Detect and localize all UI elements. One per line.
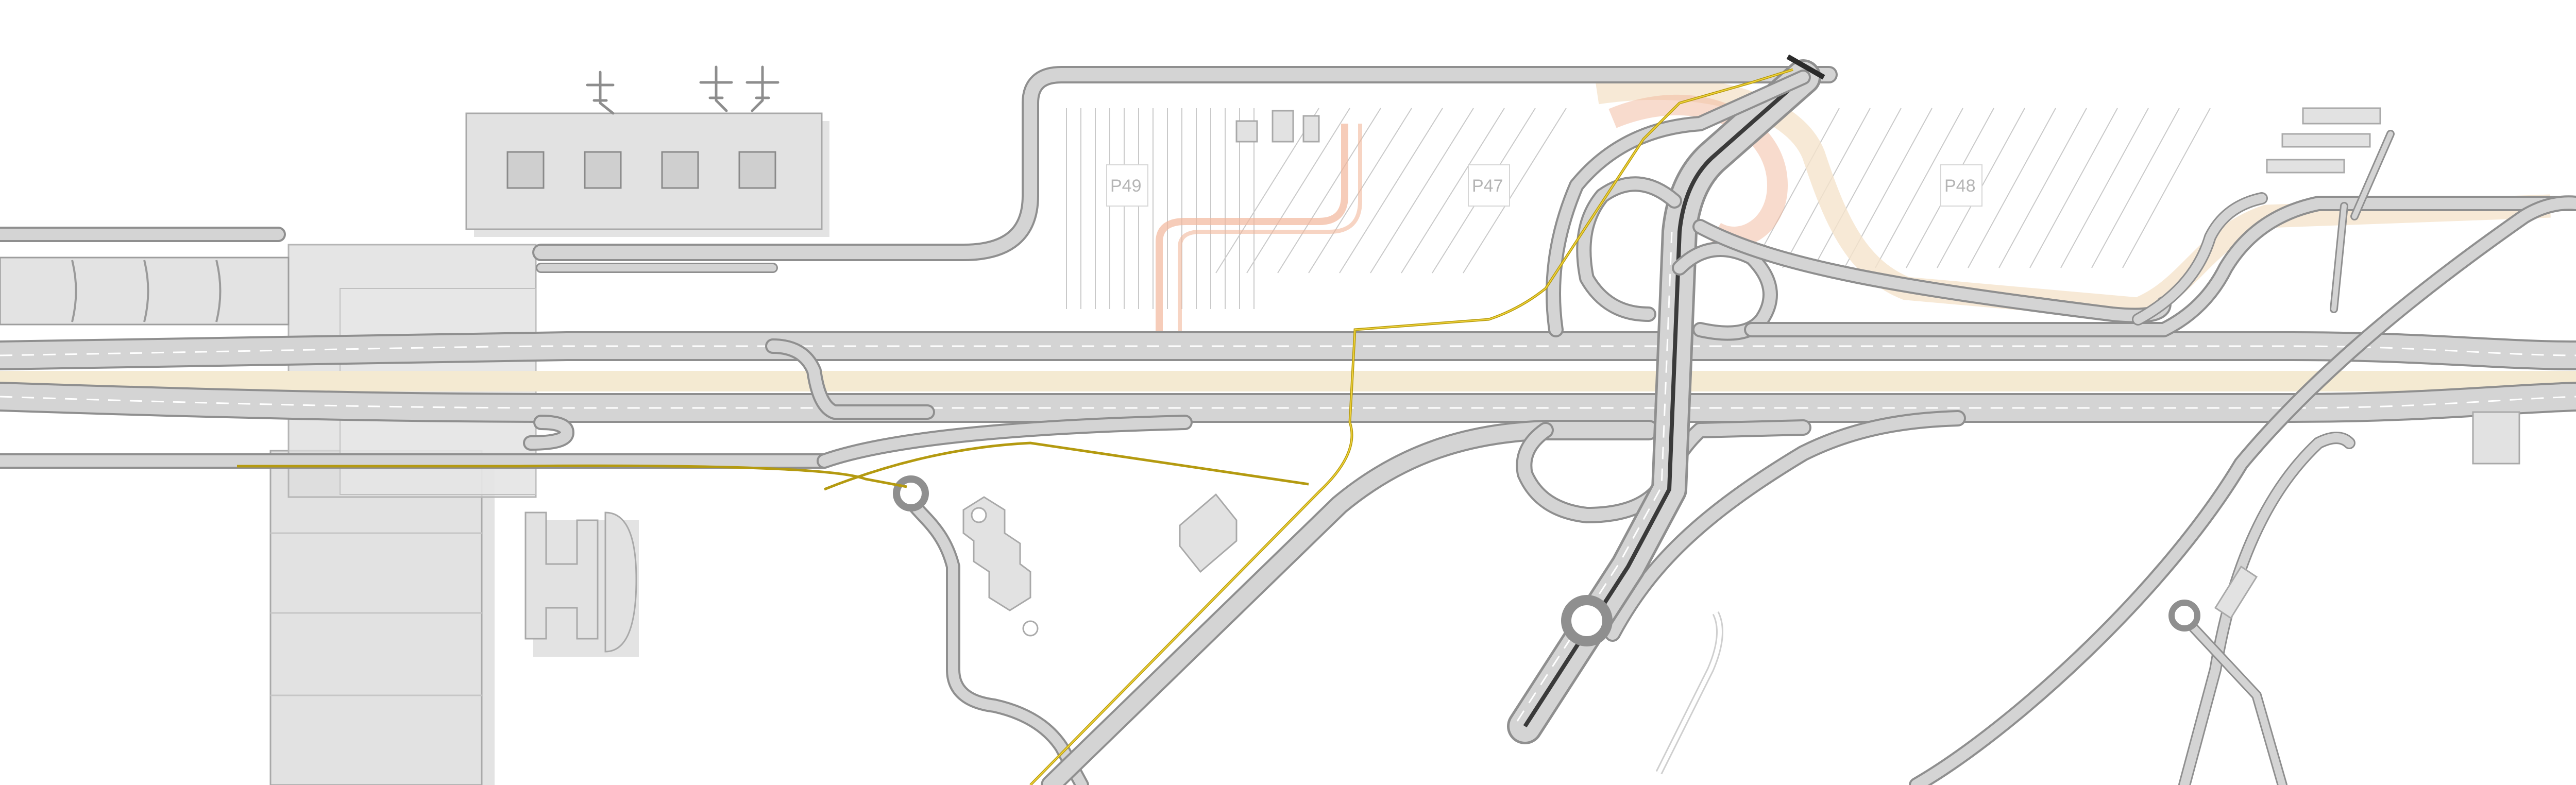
parking-stall-row bbox=[2029, 108, 2118, 268]
airplane-icon bbox=[586, 71, 615, 115]
parking-stall-row bbox=[1463, 108, 1567, 274]
roundabout bbox=[893, 475, 929, 511]
pedestrian-path bbox=[237, 68, 1793, 785]
parking-stall-row bbox=[1246, 108, 1350, 274]
parking-stall-row bbox=[2091, 108, 2180, 268]
office-building-h bbox=[524, 511, 639, 657]
overhead-gantry bbox=[1786, 54, 1825, 80]
small-building bbox=[2472, 411, 2520, 465]
parking-p47: P47 bbox=[1215, 108, 1567, 274]
parking-label: P47 bbox=[1472, 176, 1503, 196]
parking-stall-row bbox=[1215, 108, 1319, 274]
airplane-icon bbox=[699, 65, 733, 112]
parking-stall-row bbox=[1370, 108, 1474, 274]
rail-shed bbox=[0, 257, 290, 326]
parking-stall-row bbox=[1751, 108, 1840, 268]
parking-stall-row bbox=[2122, 108, 2211, 268]
parking-stall-row bbox=[1401, 108, 1505, 274]
parking-p49: P49 bbox=[1066, 108, 1255, 309]
parking-stall-row bbox=[1968, 108, 2056, 268]
parking-stall-row bbox=[1998, 108, 2087, 268]
roundabout bbox=[1561, 595, 1613, 646]
terminal-pier-building bbox=[269, 450, 483, 785]
parking-label: P49 bbox=[1110, 176, 1142, 196]
parking-stall-row bbox=[1277, 108, 1381, 274]
parking-stall-row bbox=[1813, 108, 1902, 268]
parking-p48: P48 bbox=[1751, 108, 2211, 268]
road-network bbox=[0, 59, 2576, 785]
parking-stall-row bbox=[1339, 108, 1443, 274]
parking-label: P48 bbox=[1944, 176, 1976, 196]
parking-stall-row bbox=[1875, 108, 1963, 268]
roundabout bbox=[2168, 600, 2200, 632]
parking-stall-row bbox=[2060, 108, 2149, 268]
airplane-icon bbox=[745, 65, 779, 112]
terminal-complex bbox=[0, 65, 829, 785]
building-cluster bbox=[962, 107, 2520, 637]
